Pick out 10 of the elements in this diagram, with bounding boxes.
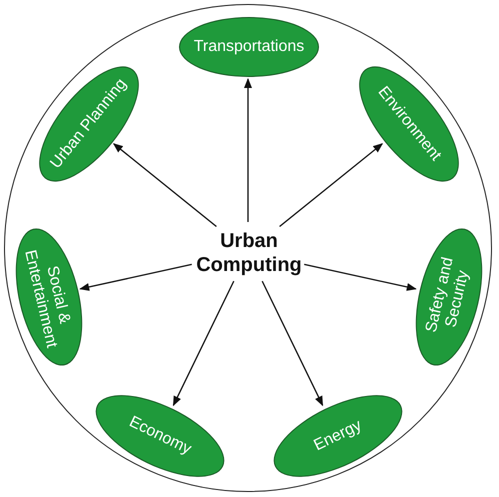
arrow	[172, 280, 234, 406]
arrow	[304, 264, 417, 291]
outer-circle	[4, 4, 492, 492]
arrow	[112, 143, 217, 227]
arrow	[279, 143, 384, 227]
arrow	[244, 78, 252, 222]
center-label: Urban Computing	[189, 225, 309, 281]
topic-ellipse: Transportations	[179, 17, 319, 77]
arrow	[262, 280, 324, 406]
arrow	[79, 264, 192, 291]
